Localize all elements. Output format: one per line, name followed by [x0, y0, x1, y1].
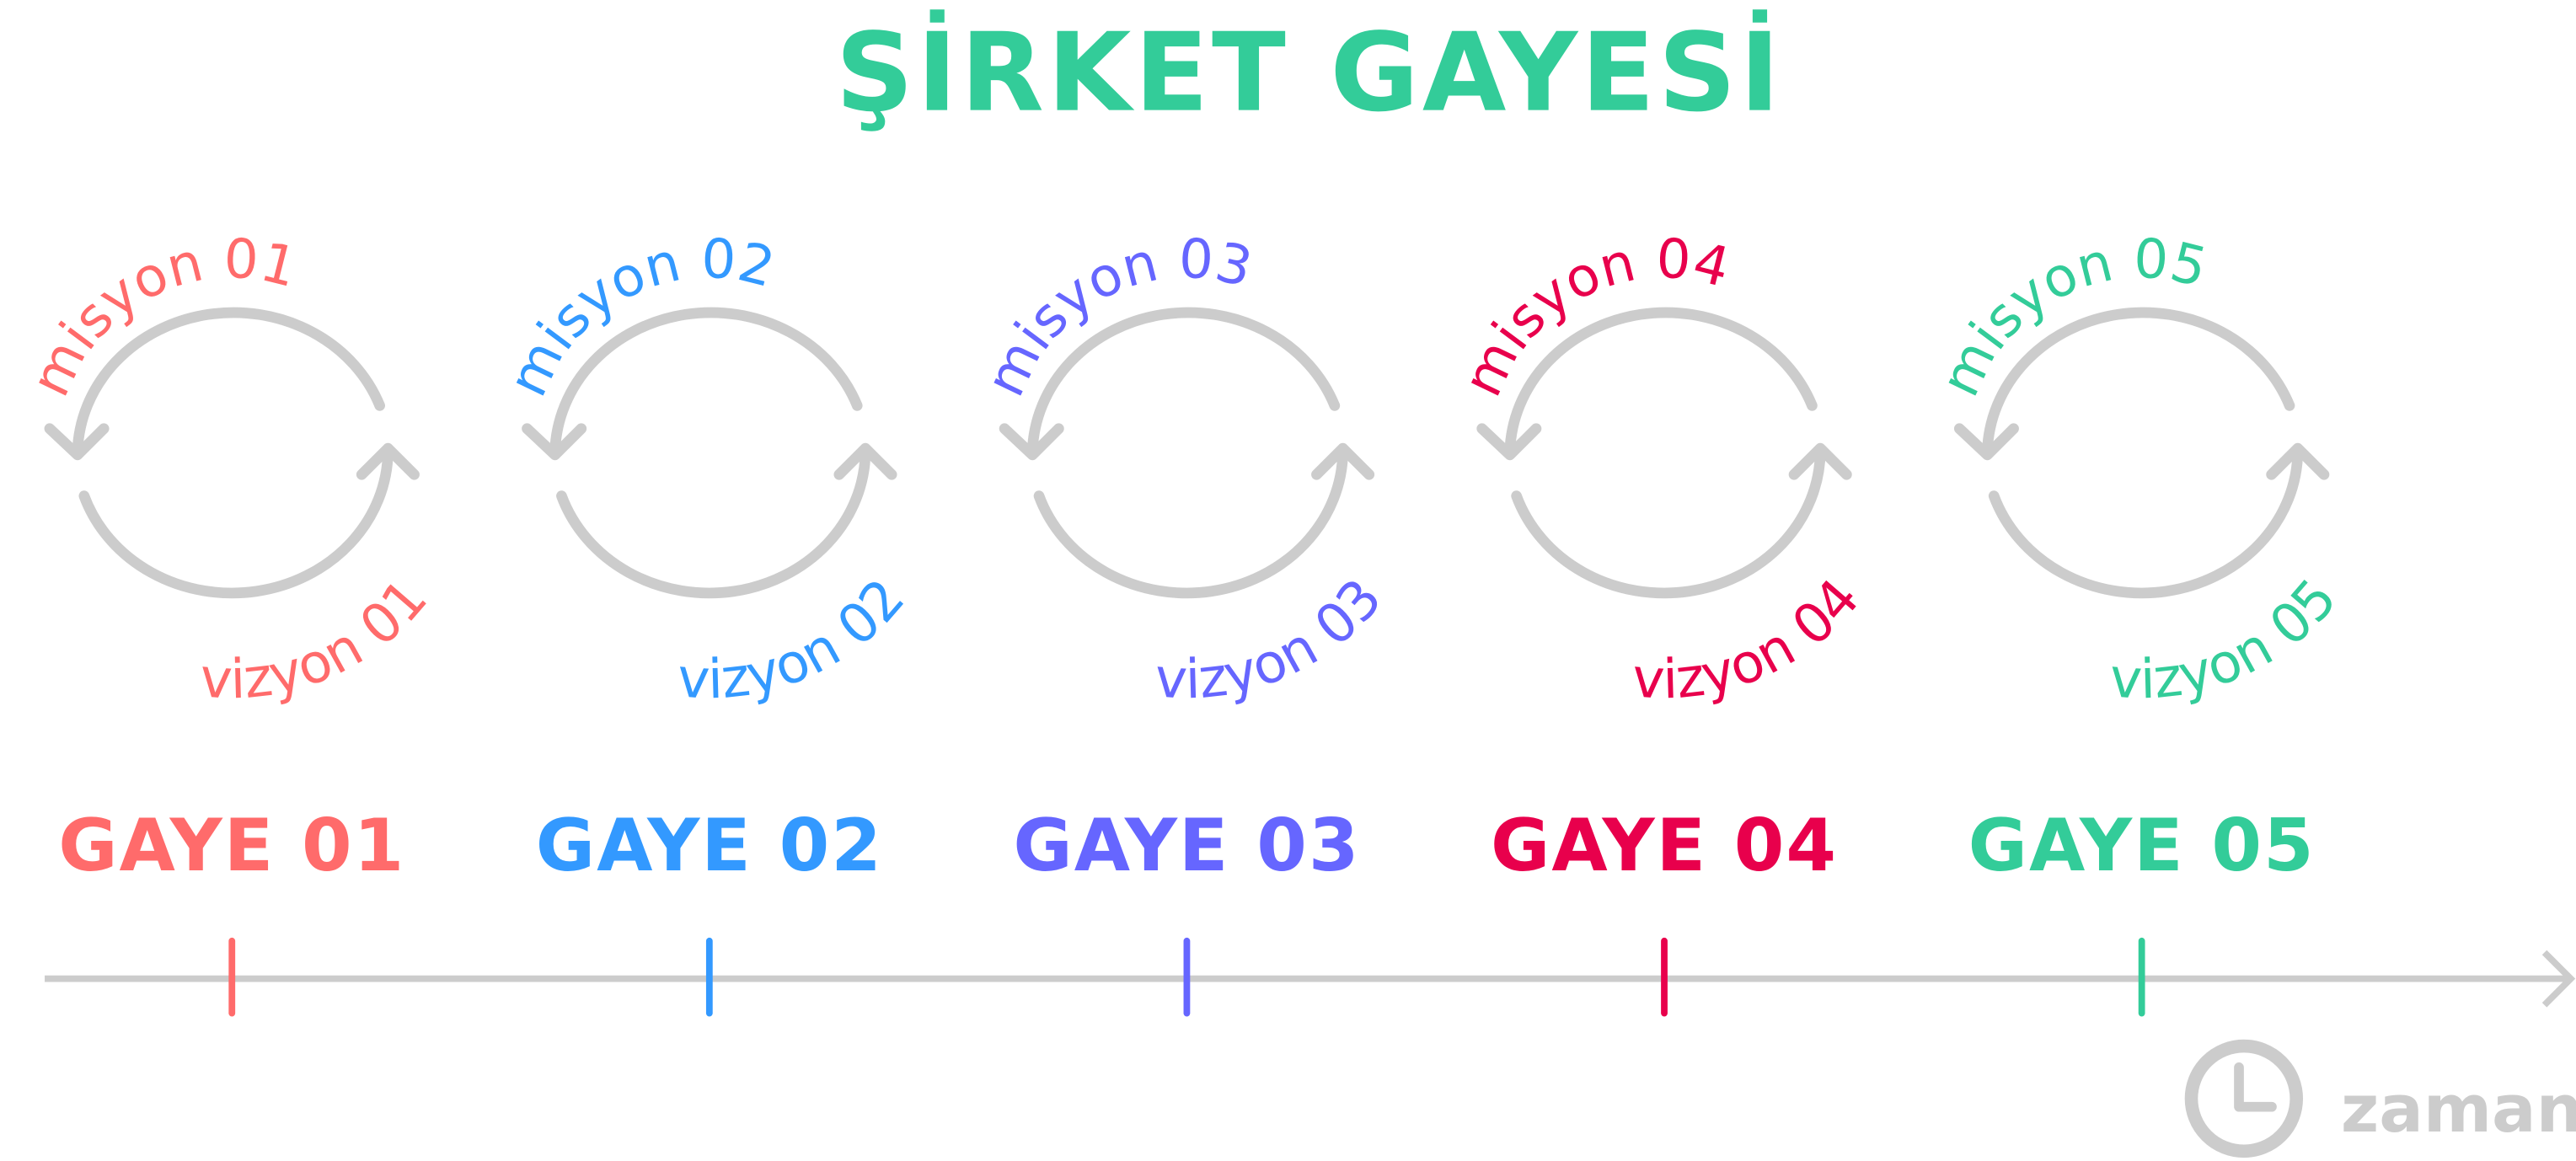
timeline-label: zaman — [2341, 1072, 2576, 1148]
timeline-axis — [45, 937, 2576, 1017]
circular-arrows-icon — [1953, 307, 2330, 599]
circular-arrows-icon — [999, 307, 1375, 599]
goal-label: GAYE 03 — [1013, 804, 1360, 888]
clock-icon — [2184, 1039, 2304, 1158]
circular-arrows-icon — [522, 307, 897, 599]
timeline-ticks — [228, 937, 2145, 1017]
goal-label: GAYE 04 — [1491, 804, 1838, 888]
timeline-arrowhead-icon — [2541, 950, 2576, 1008]
goal-label: GAYE 01 — [58, 804, 405, 888]
circular-arrows-icon — [1476, 307, 1852, 599]
goal-label: GAYE 02 — [536, 804, 883, 888]
page-title: ŞİRKET GAYESİ — [836, 10, 1784, 136]
goal-label: GAYE 05 — [1968, 804, 2316, 888]
circular-arrows-icon — [44, 307, 420, 599]
